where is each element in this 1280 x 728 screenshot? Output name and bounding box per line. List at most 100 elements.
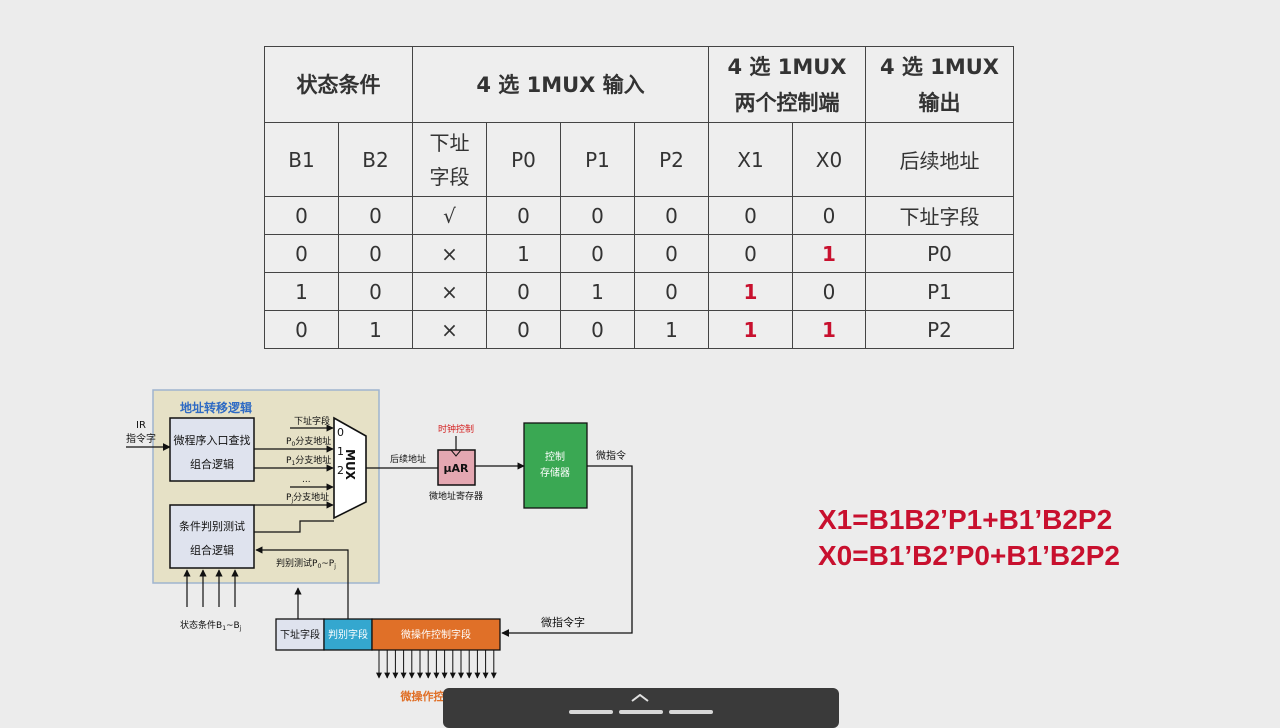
cell-b1: 0 [264, 234, 339, 273]
cell-b2: 0 [338, 234, 413, 273]
cell-p1: 1 [560, 272, 635, 311]
cell-b1: 0 [264, 196, 339, 235]
status-condition-label: 状态条件B1~Bj [180, 619, 242, 632]
micro-instr-word-label: 微指令字 [541, 615, 585, 629]
table-subheader-row: B1 B2 下址 字段 P0 P1 P2 X1 X0 后续地址 [264, 122, 1014, 197]
cell-x0: 1 [792, 234, 866, 273]
mux-input-p0: P0分支地址 [286, 435, 331, 448]
cell-p2: 0 [634, 272, 709, 311]
col-next-addr: 后续地址 [865, 122, 1014, 197]
col-b1: B1 [264, 122, 339, 197]
handle-segment-left[interactable] [569, 710, 613, 714]
field-addr-label: 下址字段 [280, 628, 320, 641]
col-x0: X0 [792, 122, 866, 197]
entry-lookup-line2: 组合逻辑 [190, 457, 234, 471]
cell-p2: 0 [634, 234, 709, 273]
cell-addr: × [412, 310, 487, 349]
uar-name: 微地址寄存器 [429, 490, 483, 502]
table-row: 0 1 × 0 0 1 1 1 P2 [264, 310, 1014, 349]
cell-addr: √ [412, 196, 487, 235]
uar-clock-triangle [450, 449, 462, 457]
mux-block [333, 416, 367, 520]
clock-label: 时钟控制 [438, 423, 474, 435]
panel-title: 地址转移逻辑 [180, 400, 252, 415]
mux-index-1: 1 [337, 445, 344, 458]
field-judge [323, 618, 373, 651]
mux-index-2: 2 [337, 464, 344, 477]
handle-segment-right[interactable] [669, 710, 713, 714]
entry-lookup-box [169, 417, 255, 482]
col-addr-line2: 字段 [429, 164, 470, 189]
cell-p2: 1 [634, 310, 709, 349]
ir-instr-label: 指令字 [126, 432, 156, 445]
address-transfer-diagram: 地址转移逻辑 IR 指令字 微程序入口查找 组合逻辑 下址字段 P0分支地址 P… [126, 389, 633, 703]
cell-x1: 0 [708, 234, 793, 273]
cell-x0: 0 [792, 272, 866, 311]
cell-addr: × [412, 272, 487, 311]
mux-input-addr: 下址字段 [294, 415, 330, 427]
table-row: 0 0 √ 0 0 0 0 0 下址字段 [264, 196, 1014, 235]
mux-label: MUX [343, 449, 357, 481]
col-addr-line1: 下址 [429, 130, 470, 155]
cell-b2: 1 [338, 310, 413, 349]
cell-x1: 1 [708, 310, 793, 349]
control-signal-arrows [376, 650, 497, 679]
cell-b1: 1 [264, 272, 339, 311]
col-p1: P1 [560, 122, 635, 197]
header-control-line2: 两个控制端 [734, 90, 840, 115]
micro-instr-label: 微指令 [596, 449, 626, 462]
cell-p0: 0 [486, 196, 561, 235]
cell-b2: 0 [338, 196, 413, 235]
cell-b1: 0 [264, 310, 339, 349]
control-store-line2: 存储器 [540, 466, 570, 479]
field-judge-label: 判别字段 [328, 628, 368, 641]
header-control-line1: 4 选 1MUX [727, 54, 847, 79]
condition-test-line2: 组合逻辑 [190, 543, 234, 557]
table-header-row: 状态条件 4 选 1MUX 输入 4 选 1MUX 两个控制端 4 选 1MUX… [264, 46, 1014, 123]
mux-input-pj: Pj分支地址 [286, 491, 329, 504]
control-store-line1: 控制 [545, 450, 565, 463]
cell-out: P0 [865, 234, 1014, 273]
cell-addr: × [412, 234, 487, 273]
cell-out: 下址字段 [865, 196, 1014, 235]
header-output: 4 选 1MUX 输出 [865, 46, 1014, 123]
cell-x1: 1 [708, 272, 793, 311]
cell-b2: 0 [338, 272, 413, 311]
table-row: 1 0 × 0 1 0 1 0 P1 [264, 272, 1014, 311]
header-output-line2: 输出 [918, 90, 961, 115]
cell-p2: 0 [634, 196, 709, 235]
cond-to-mux-line [254, 520, 334, 533]
handle-segment-center[interactable] [619, 710, 663, 714]
ir-label: IR [136, 420, 146, 431]
condition-test-box [169, 504, 255, 569]
mux-input-p1: P1分支地址 [286, 454, 331, 467]
control-store [523, 422, 588, 509]
micro-instr-line [501, 465, 633, 637]
entry-lookup-line1: 微程序入口查找 [174, 433, 251, 447]
col-addr-field: 下址 字段 [412, 122, 487, 197]
cell-out: P2 [865, 310, 1014, 349]
cell-p1: 0 [560, 310, 635, 349]
field-addr [275, 618, 325, 651]
header-output-line1: 4 选 1MUX [880, 54, 999, 79]
header-control: 4 选 1MUX 两个控制端 [708, 46, 866, 123]
col-p2: P2 [634, 122, 709, 197]
header-mux-input: 4 选 1MUX 输入 [412, 46, 709, 123]
cell-p0: 0 [486, 310, 561, 349]
col-x1: X1 [708, 122, 793, 197]
uar-label: μAR [443, 462, 469, 475]
judge-test-label: 判别测试P0~Pj [276, 557, 336, 570]
mux-index-0: 0 [337, 426, 344, 439]
chevron-up-icon[interactable] [630, 694, 650, 702]
judge-feedback-line [255, 546, 349, 619]
cell-out: P1 [865, 272, 1014, 311]
header-condition: 状态条件 [264, 46, 413, 123]
mux-input-dots: ... [302, 475, 311, 485]
cell-x1: 0 [708, 196, 793, 235]
formula-x1: X1=B1B2’P1+B1’B2P2 [818, 504, 1113, 535]
cell-p0: 0 [486, 272, 561, 311]
next-addr-label: 后续地址 [390, 453, 426, 465]
table-row: 0 0 × 1 0 0 0 1 P0 [264, 234, 1014, 273]
cell-x0: 1 [792, 310, 866, 349]
col-b2: B2 [338, 122, 413, 197]
